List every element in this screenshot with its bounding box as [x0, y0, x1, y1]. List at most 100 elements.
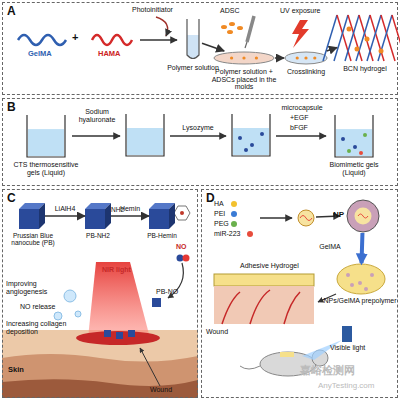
shape-part: [358, 214, 368, 218]
text-label: PEG: [214, 220, 234, 228]
hemin-molecule: [174, 206, 190, 220]
watermark: AnyTesting.com: [318, 382, 398, 391]
nir-beam: [88, 262, 150, 338]
mix-arrow: [140, 39, 177, 41]
text-label: Increasing collagen deposition: [6, 320, 84, 335]
beaker: [232, 114, 270, 156]
text-label: Visible light: [330, 344, 390, 352]
node-label: Polymer solution + ADSCs placed in the m…: [203, 68, 285, 91]
hemin-molecule: [180, 211, 184, 215]
nanocube: PB-NH2: [85, 203, 111, 229]
shape-part: [337, 15, 351, 61]
shape-part: [230, 56, 233, 59]
hydrogel-network: BCN hydrogel: [337, 15, 393, 61]
beaker: [232, 114, 270, 156]
shape-part: [355, 208, 372, 225]
shape-part: [337, 264, 385, 294]
gelma-chain: [18, 35, 66, 45]
shape-part: [28, 129, 64, 156]
pb-no-cubes: [104, 330, 111, 337]
shape-outline: [27, 115, 65, 157]
adhesive-hydrogel: [214, 274, 314, 286]
hemin-molecule: [174, 206, 190, 220]
shape-part: [313, 56, 316, 59]
nanoparticle: NP: [346, 199, 380, 233]
shape-part: [341, 137, 345, 141]
shape-part: [255, 56, 258, 59]
shape-outline: [214, 52, 274, 64]
text-label: HAMA: [98, 50, 138, 58]
process-arrow: [276, 135, 326, 137]
beaker: [127, 128, 163, 155]
adsc-cells: [229, 22, 235, 26]
text-label: Photoinitiator: [132, 6, 192, 14]
beaker: [233, 128, 269, 155]
no-bubbles: [54, 312, 62, 320]
text-label: PEI: [214, 210, 234, 218]
shape-part: [19, 209, 39, 229]
skin-layers: [2, 379, 198, 398]
shape-part: [365, 37, 370, 42]
flow-arrow: [111, 215, 149, 217]
shape-part: [359, 15, 373, 61]
text-label: NO: [176, 243, 196, 251]
edge-label: GelMA: [313, 243, 347, 251]
node-label: Biomimetic gels (Liquid): [319, 161, 389, 176]
shape-outline: [337, 264, 385, 294]
node-label: BCN hydrogel: [333, 65, 397, 73]
shape-part: [363, 133, 367, 137]
edge-label: LiAlH4: [45, 205, 85, 213]
node-label: CTS thermosensitive gels (Liquid): [7, 161, 85, 176]
uv-lightning: [292, 20, 309, 48]
beaker: [126, 114, 164, 156]
shape-part: [392, 15, 400, 61]
shape-part: [336, 129, 372, 156]
lamp: [342, 326, 352, 342]
text-label: Adhesive Hydrogel: [240, 262, 320, 270]
component-dots: [231, 221, 237, 227]
shape-part: [187, 19, 199, 59]
beaker: Biomimetic gels (Liquid): [331, 113, 377, 159]
text-label: bFGF: [290, 124, 320, 132]
shape-part: [285, 52, 327, 64]
adsc-cells: [237, 26, 243, 30]
shape-part: [370, 15, 384, 61]
shape-part: [364, 287, 368, 291]
text-label: +: [72, 31, 82, 43]
shape-outline: [19, 203, 45, 229]
shape-part: [334, 15, 348, 61]
flow-arrow: [202, 43, 224, 51]
beaker: [244, 148, 248, 152]
panel-letter: A: [7, 5, 23, 18]
adsc-cells: [221, 22, 243, 34]
shape-part: [105, 203, 111, 229]
wound-pointer: [140, 348, 160, 386]
text-label: Skin: [8, 366, 38, 374]
flow-arrow: [360, 233, 365, 263]
shape-part: [39, 203, 45, 229]
assembly-arrow: [260, 217, 292, 219]
mix-arrow: [156, 17, 168, 36]
panel-box: APolymer solutionPolymer solution + ADSC…: [2, 2, 398, 95]
no-bubbles: [54, 290, 81, 320]
component-dots: [231, 201, 237, 207]
no-molecule: [183, 255, 190, 262]
mold-dish-outline: [213, 51, 275, 65]
nanocube-outline: [85, 203, 111, 229]
shape-part: [296, 56, 299, 59]
prepolymer-droplet-outline: [336, 263, 386, 295]
adhesive-hydrogel: [214, 274, 314, 324]
text-label: GelMA: [28, 50, 68, 58]
panel-box: BCTS thermosensitive gels (Liquid)Biomim…: [2, 98, 398, 186]
node-label: PB-NH2: [77, 232, 119, 239]
no-bubbles: [75, 311, 81, 317]
shape-part: [335, 115, 373, 157]
text-label: +EGF: [290, 114, 320, 122]
prepolymer-droplet: NPs/GelMA prepolymer: [336, 263, 386, 295]
no-molecule: [177, 255, 184, 262]
pb-no-cubes: [104, 298, 161, 339]
mold-dish: Polymer solution + ADSCs placed in the m…: [213, 51, 275, 65]
skin-layers: [2, 330, 198, 398]
text-label: Lysozyme: [172, 124, 224, 132]
